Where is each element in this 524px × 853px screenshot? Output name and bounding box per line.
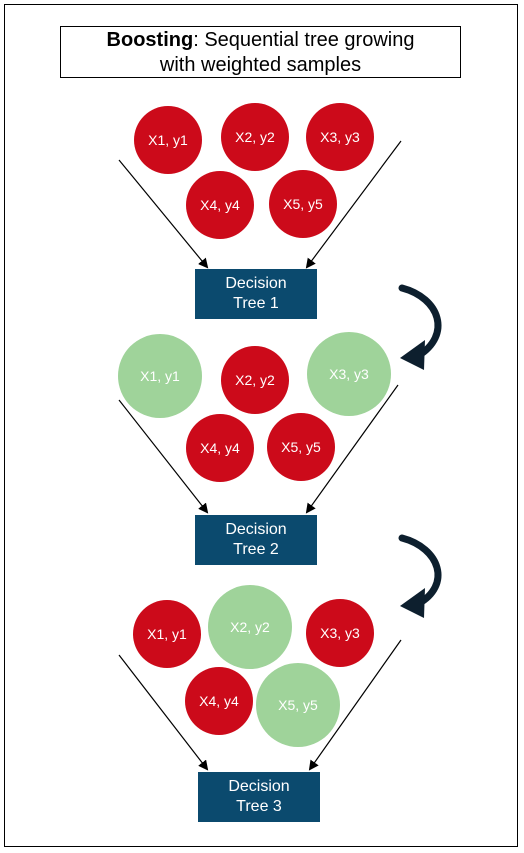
sample-label: X4, y4 [200,440,240,456]
sample-circle-misclassified [133,600,201,668]
sample-circle-misclassified [221,346,289,414]
sample-label: X5, y5 [281,439,321,455]
title-bold: Boosting [106,29,194,51]
tree-1-label-line1: Decision [225,275,287,292]
sample-label: X2, y2 [230,619,270,635]
sample-label: X5, y5 [283,196,323,212]
sample-circle-misclassified [306,599,374,667]
sample-circle-correct [307,332,391,416]
sample-circle-correct [118,334,202,418]
title-rest: : Sequential tree growing [193,29,415,51]
title-box: Boosting: Sequential tree growing with w… [60,26,461,78]
sample-circle-misclassified [269,170,337,238]
sample-circle-misclassified [185,667,253,735]
sample-label: X4, y4 [199,693,239,709]
funnel-arrows [118,140,402,771]
tree-2-label-line2: Tree 2 [233,541,279,558]
transition-arrow-1 [398,284,442,370]
sample-circle-misclassified [186,414,254,482]
sample-circle-correct [256,663,340,747]
transition-arrow-2 [398,534,442,618]
tree-3-label-line1: Decision [228,778,290,795]
sample-label: X5, y5 [278,697,318,713]
sample-circle-correct [208,585,292,669]
sample-label: X3, y3 [329,366,369,382]
diagram-frame [4,4,518,847]
funnel-arrow-right-2 [305,384,399,514]
tree-2-label-line1: Decision [225,521,287,538]
tree-3-label-line2: Tree 3 [236,798,282,815]
sample-label: X1, y1 [147,626,187,642]
sample-circle-misclassified [186,171,254,239]
sample-circle-misclassified [306,103,374,171]
funnel-arrow-left-1 [118,159,209,269]
sample-label: X2, y2 [235,372,275,388]
sample-label: X3, y3 [320,129,360,145]
funnel-arrow-left-2 [118,399,209,514]
decision-tree-1: Decision Tree 1 [195,269,317,319]
decision-tree-3: Decision Tree 3 [198,772,320,822]
sample-label: X1, y1 [140,368,180,384]
funnel-arrow-right-1 [305,140,402,269]
sample-label: X4, y4 [200,197,240,213]
sample-label: X3, y3 [320,625,360,641]
decision-tree-2: Decision Tree 2 [195,515,317,565]
sample-circle-misclassified [267,413,335,481]
sample-circle-misclassified [134,106,202,174]
tree-1-label-line2: Tree 1 [233,295,279,312]
sample-label: X1, y1 [148,132,188,148]
title-line2: with weighted samples [159,54,362,76]
sample-label: X2, y2 [235,129,275,145]
sample-circles: X1, y1 X2, y2 X3, y3 X4, y4 X5, y5 X1, y1 X2, … [118,103,391,747]
sample-circle-misclassified [221,103,289,171]
funnel-arrow-left-3 [118,654,209,771]
funnel-arrow-right-3 [308,639,402,771]
